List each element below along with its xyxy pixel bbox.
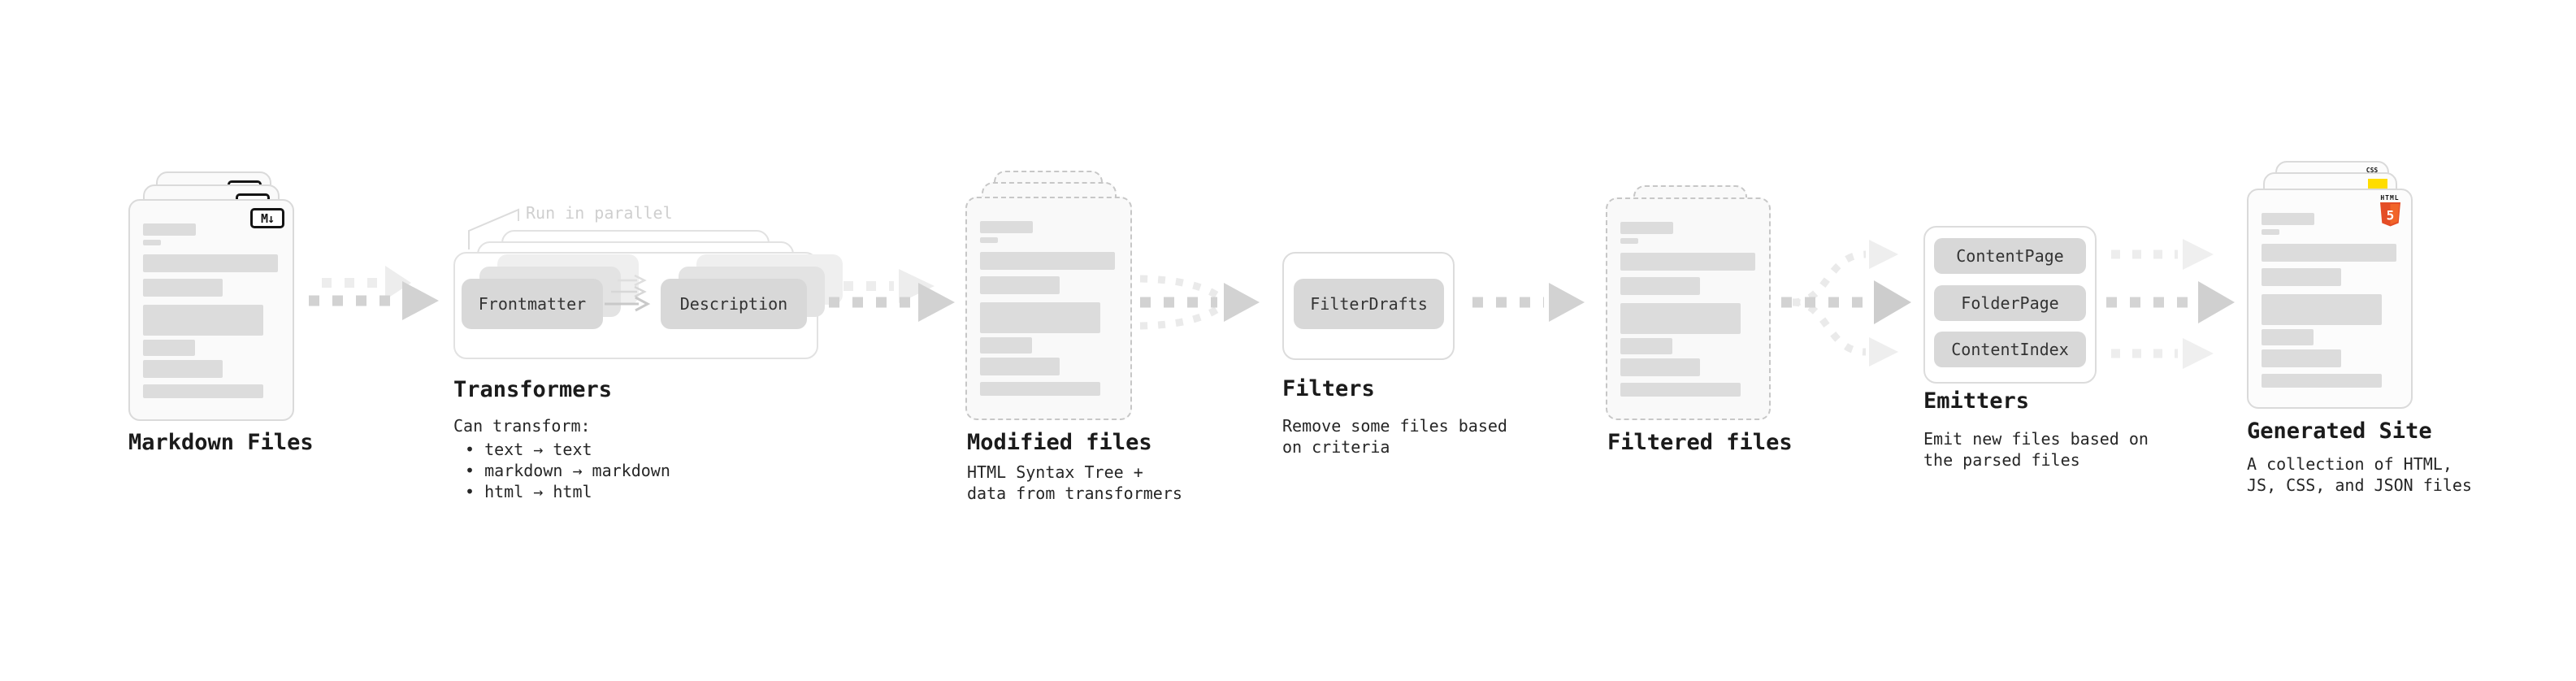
emitters-label: Emitters xyxy=(1923,388,2030,414)
description-chip: Description xyxy=(661,279,807,329)
emitters-description-line: Emit new files based on xyxy=(1923,429,2149,449)
html-file-card-front: HTML 5 xyxy=(2247,189,2413,409)
skeleton-line xyxy=(2262,268,2341,286)
skeleton-line xyxy=(143,254,278,272)
transformers-bullet: • markdown → markdown xyxy=(465,461,670,480)
skeleton-line xyxy=(2262,244,2396,262)
generated-site-description-line: JS, CSS, and JSON files xyxy=(2247,475,2472,495)
skeleton-line xyxy=(143,384,263,398)
skeleton-line xyxy=(2262,374,2382,388)
skeleton-line xyxy=(1620,253,1755,271)
generated-site-label: Generated Site xyxy=(2247,419,2432,444)
folderpage-chip: FolderPage xyxy=(1934,285,2086,321)
skeleton-line xyxy=(2262,329,2314,345)
generated-site-description-line: A collection of HTML, xyxy=(2247,454,2452,474)
skeleton-line xyxy=(2262,294,2382,325)
modified-files-stack xyxy=(965,171,1169,423)
skeleton-line xyxy=(980,337,1032,354)
skeleton-line xyxy=(2262,213,2314,225)
skeleton-line xyxy=(980,302,1100,333)
emitters-description-line: the parsed files xyxy=(1923,450,2080,470)
filtered-files-label: Filtered files xyxy=(1607,430,1793,455)
skeleton-line xyxy=(143,340,195,356)
arrow-transformers-to-modified xyxy=(829,269,955,322)
filters-description-line: on criteria xyxy=(1282,437,1390,457)
document-skeleton xyxy=(980,221,1117,396)
generated-site-stack: CSS HTML 5 xyxy=(2247,161,2450,413)
transformers-note-title: Can transform: xyxy=(453,416,591,436)
markdown-icon: M↓ xyxy=(250,208,284,228)
filterdrafts-chip: FilterDrafts xyxy=(1294,279,1444,329)
skeleton-line xyxy=(143,240,161,245)
markdown-file-card-front: M↓ xyxy=(128,199,294,421)
document-skeleton xyxy=(2262,213,2398,388)
document-skeleton xyxy=(143,223,280,398)
skeleton-line xyxy=(980,382,1100,396)
skeleton-line xyxy=(1620,358,1700,376)
skeleton-line xyxy=(1620,303,1741,334)
skeleton-line xyxy=(980,237,998,243)
arrow-filters-to-filtered xyxy=(1472,283,1585,322)
transformers-bullet: • html → html xyxy=(465,482,592,501)
skeleton-line xyxy=(1620,277,1700,295)
skeleton-line xyxy=(2262,229,2279,235)
skeleton-line xyxy=(980,358,1060,375)
filtered-file-card-front xyxy=(1606,197,1771,420)
transformers-label: Transformers xyxy=(453,377,613,402)
modified-file-card-front xyxy=(965,197,1132,420)
contentpage-chip: ContentPage xyxy=(1934,238,2086,274)
skeleton-line xyxy=(1620,383,1741,397)
html5-icon: HTML 5 xyxy=(2376,194,2404,227)
skeleton-line xyxy=(980,221,1033,233)
run-in-parallel-callout: Run in parallel xyxy=(526,203,673,223)
arrow-emitters-to-site xyxy=(2106,239,2235,369)
skeleton-line xyxy=(980,276,1060,294)
document-skeleton xyxy=(1620,222,1756,397)
skeleton-line xyxy=(2262,349,2341,367)
filters-description-line: Remove some files based xyxy=(1282,416,1507,436)
modified-files-description-line: HTML Syntax Tree + xyxy=(967,462,1143,482)
html5-icon-label: HTML xyxy=(2380,194,2400,202)
skeleton-line xyxy=(143,305,263,336)
skeleton-line xyxy=(143,360,223,378)
markdown-files-label: Markdown Files xyxy=(128,430,314,455)
css-icon-label: CSS xyxy=(2366,167,2379,174)
contentindex-chip: ContentIndex xyxy=(1934,332,2086,367)
transformers-bullet: • text → text xyxy=(465,440,592,459)
filtered-files-stack xyxy=(1606,185,1809,429)
skeleton-line xyxy=(143,279,223,297)
html5-shield: 5 xyxy=(2379,202,2400,227)
skeleton-line xyxy=(1620,238,1638,244)
modified-files-label: Modified files xyxy=(967,430,1152,455)
skeleton-line xyxy=(1620,338,1672,354)
skeleton-line xyxy=(143,223,196,236)
modified-files-description-line: data from transformers xyxy=(967,484,1182,503)
js-icon xyxy=(2368,179,2387,191)
markdown-files-stack: M↓ M↓ M↓ xyxy=(128,171,332,423)
frontmatter-chip: Frontmatter xyxy=(462,279,603,329)
svg-text:5: 5 xyxy=(2386,208,2394,223)
skeleton-line xyxy=(980,252,1115,270)
filters-label: Filters xyxy=(1282,376,1375,401)
skeleton-line xyxy=(1620,222,1673,234)
